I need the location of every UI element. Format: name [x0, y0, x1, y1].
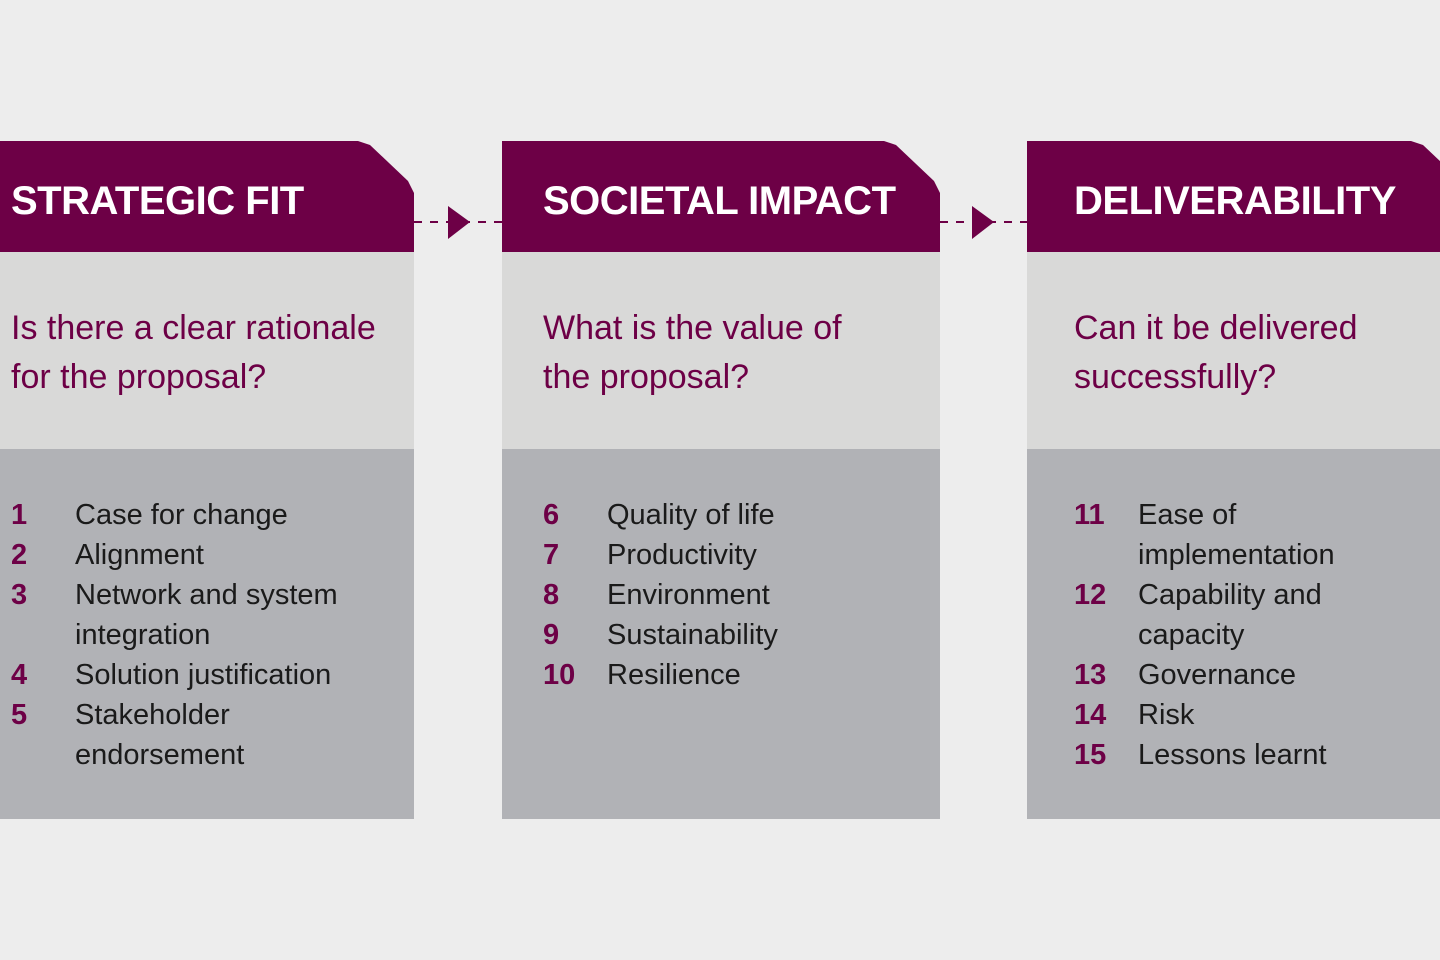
item-number: 11 [1074, 499, 1105, 531]
item-label: Resilience [607, 659, 741, 691]
column-question: What is the value of the proposal? [502, 252, 940, 449]
item-label: Ease of implementation [1138, 499, 1335, 571]
list-item: 3 Network and system integration [11, 575, 414, 655]
question-text: What is the value of the proposal? [543, 309, 842, 396]
column-1: STRATEGIC FIT Is there a clear rationale… [0, 141, 414, 819]
question-text: Can it be delivered successfully? [1074, 309, 1358, 396]
item-number: 15 [1074, 739, 1107, 771]
item-number: 4 [11, 659, 28, 691]
criteria-list: 6 Quality of life 7 Productivity 8 Environmen… [502, 449, 940, 819]
column-header: STRATEGIC FIT [0, 141, 414, 252]
criteria-list: 11 Ease of implementation 12 Capability and… [1027, 449, 1440, 819]
item-number: 10 [543, 659, 576, 691]
column-3: DELIVERABILITY Can it be delivered succe… [1027, 141, 1440, 819]
item-label: Quality of life [607, 499, 775, 531]
item-label: Environment [607, 579, 770, 611]
list-item: 14 Risk [1074, 695, 1440, 735]
list-item: 10 Resilience [543, 655, 940, 695]
list-item: 5 Stakeholder endorsement [11, 695, 414, 775]
flow-arrow-1 [414, 206, 502, 239]
list-item: 9 Sustainability [543, 615, 940, 655]
list-item: 8 Environment [543, 575, 940, 615]
item-number: 7 [543, 539, 560, 571]
item-number: 12 [1074, 579, 1107, 611]
item-label: Case for change [75, 499, 288, 531]
flow-arrow-2 [940, 206, 1028, 239]
item-label: Sustainability [607, 619, 778, 651]
column-header: SOCIETAL IMPACT [502, 141, 940, 252]
item-number: 5 [11, 699, 28, 731]
criteria-list: 1 Case for change 2 Alignment 3 Network and s… [0, 449, 414, 819]
column-question: Is there a clear rationale for the propo… [0, 252, 414, 449]
item-number: 13 [1074, 659, 1107, 691]
item-label: Lessons learnt [1138, 739, 1327, 771]
item-label: Network and system integration [75, 579, 338, 651]
item-label: Stakeholder endorsement [75, 699, 245, 771]
list-item: 15 Lessons learnt [1074, 735, 1440, 775]
item-label: Capability and capacity [1138, 579, 1322, 651]
item-label: Alignment [75, 539, 204, 571]
column-question: Can it be delivered successfully? [1027, 252, 1440, 449]
column-header: DELIVERABILITY [1027, 141, 1440, 252]
item-label: Solution justification [75, 659, 332, 691]
item-number: 3 [11, 579, 28, 611]
list-item: 13 Governance [1074, 655, 1440, 695]
item-number: 2 [11, 539, 28, 571]
item-number: 6 [543, 499, 560, 531]
item-label: Governance [1138, 659, 1296, 691]
list-item: 6 Quality of life [543, 495, 940, 535]
list-item: 2 Alignment [11, 535, 414, 575]
item-number: 14 [1074, 699, 1107, 731]
list-item: 7 Productivity [543, 535, 940, 575]
item-number: 9 [543, 619, 560, 651]
list-item: 11 Ease of implementation [1074, 495, 1440, 575]
list-item: 4 Solution justification [11, 655, 414, 695]
item-label: Risk [1138, 699, 1195, 731]
item-number: 8 [543, 579, 560, 611]
item-label: Productivity [607, 539, 757, 571]
item-number: 1 [11, 499, 28, 531]
question-text: Is there a clear rationale for the propo… [11, 309, 376, 396]
column-2: SOCIETAL IMPACT What is the value of the… [502, 141, 940, 819]
list-item: 12 Capability and capacity [1074, 575, 1440, 655]
list-item: 1 Case for change [11, 495, 414, 535]
